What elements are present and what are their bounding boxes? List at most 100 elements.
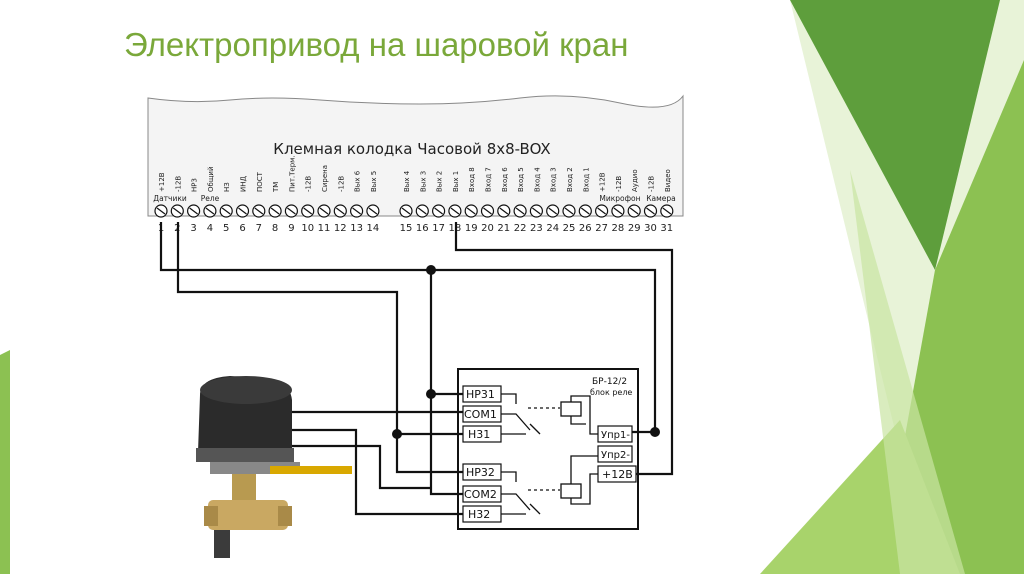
terminal-screw-slot xyxy=(319,207,329,215)
terminal-screw-slot xyxy=(450,207,460,215)
nr1-label: НР31 xyxy=(466,388,495,401)
terminal-screw-slot xyxy=(254,207,264,215)
terminal-screw-slot xyxy=(548,207,558,215)
terminal-label: Вход 7 xyxy=(485,167,493,192)
terminal-number: 23 xyxy=(530,223,543,234)
group-label-camera: Камера xyxy=(646,194,676,203)
terminal-number: 30 xyxy=(644,223,657,234)
terminal-label: Вход 4 xyxy=(533,167,541,192)
terminal-label: Сирена xyxy=(321,165,329,192)
terminal-number: 5 xyxy=(223,223,229,234)
terminal-screw-slot xyxy=(434,207,443,215)
terminal-screw-slot xyxy=(156,207,166,215)
terminal-screw-slot xyxy=(483,207,492,215)
terminal-label: Вых 2 xyxy=(436,171,444,192)
terminal-label: -12В xyxy=(174,176,182,192)
terminal-number: 6 xyxy=(239,223,245,234)
relay-block-title: БР-12/2 xyxy=(592,377,627,387)
terminal-label: Вых 4 xyxy=(403,170,411,192)
terminal-label: ИНД xyxy=(240,176,248,193)
terminal-number: 9 xyxy=(288,223,294,234)
terminal-number: 27 xyxy=(595,223,608,234)
terminal-label: Аудио xyxy=(631,169,639,192)
terminal-screw-slot xyxy=(205,207,215,215)
terminal-block-title: Клемная колодка Часовой 8x8-BOX xyxy=(273,140,550,158)
terminal-label: НР3 xyxy=(191,178,199,192)
terminal-number: 26 xyxy=(579,223,592,234)
decor-shape-stripe xyxy=(850,170,965,574)
plus12-label: +12В xyxy=(602,468,633,481)
terminal-screw-slot xyxy=(352,207,361,215)
terminal-number: 21 xyxy=(497,223,510,234)
terminal-screw-slot xyxy=(532,207,541,215)
terminal-label: Пит.Терм. xyxy=(288,155,296,192)
terminal-screw-slot xyxy=(466,207,476,215)
terminal-screw-slot xyxy=(270,207,280,215)
com2-label: COM2 xyxy=(464,488,497,501)
terminal-label: +12В xyxy=(158,172,166,192)
relay-block-subtitle: блок реле xyxy=(590,388,632,397)
terminal-screw-slot xyxy=(303,207,313,215)
terminal-number: 25 xyxy=(563,223,576,234)
terminal-label: -12В xyxy=(337,176,345,192)
terminal-screw-slot xyxy=(646,207,655,215)
terminal-screw-slot xyxy=(335,207,345,215)
terminal-label: Вход 1 xyxy=(582,167,590,192)
terminal-number: 28 xyxy=(612,223,625,234)
terminal-screw-slot xyxy=(189,207,198,215)
terminal-screw-slot xyxy=(580,207,590,215)
terminal-label: -12В xyxy=(615,176,623,192)
decor-shape-left xyxy=(0,350,10,574)
com1-label: COM1 xyxy=(464,408,497,421)
terminal-screw-slot xyxy=(613,207,623,215)
terminal-screw-slot xyxy=(417,207,427,215)
upr2-label: Упр2- xyxy=(601,450,630,461)
terminal-screw-slot xyxy=(221,207,231,215)
wires xyxy=(159,222,674,516)
terminal-number: 20 xyxy=(481,223,494,234)
terminal-number: 24 xyxy=(546,223,559,234)
terminal-number: 7 xyxy=(256,223,262,234)
terminal-label: Вых 3 xyxy=(419,171,427,192)
decor-shape-dark xyxy=(790,0,1000,270)
terminal-screw-slot xyxy=(172,207,182,215)
terminal-number: 13 xyxy=(350,223,363,234)
terminal-label: Вых 5 xyxy=(370,171,378,192)
upr1-label: Упр1- xyxy=(601,430,630,441)
wire-junctions xyxy=(392,265,660,439)
terminal-number: 14 xyxy=(367,223,380,234)
terminal-label: Вход 5 xyxy=(517,167,525,192)
terminal-label: Вход 2 xyxy=(566,167,574,192)
terminal-label: +12В xyxy=(599,172,607,192)
terminal-label: Общий xyxy=(207,166,215,192)
terminal-screw-slot xyxy=(238,207,247,215)
terminal-label: ТМ xyxy=(272,182,280,193)
terminal-label: -12В xyxy=(305,176,313,192)
terminal-label: Видео xyxy=(664,169,672,192)
terminal-label: Вход 3 xyxy=(550,167,558,192)
terminal-label: Вых 6 xyxy=(354,170,362,192)
terminal-screw-slot xyxy=(515,207,525,215)
terminal-label: Вход 6 xyxy=(501,167,509,192)
terminal-number: 31 xyxy=(660,223,673,234)
group-label-sensors: Датчики xyxy=(153,194,187,203)
upr2-box xyxy=(597,445,633,463)
terminal-number: 16 xyxy=(416,223,429,234)
terminal-number: 29 xyxy=(628,223,641,234)
terminal-label: Вход 8 xyxy=(468,167,476,192)
terminal-block-body xyxy=(147,94,684,217)
terminal-label: Вых 1 xyxy=(452,171,460,192)
terminal-screw-slot xyxy=(629,207,639,215)
terminal-number: 4 xyxy=(207,223,213,234)
terminal-number: 11 xyxy=(318,223,331,234)
nz2-label: Н32 xyxy=(468,508,490,521)
terminal-screw-slot xyxy=(401,207,411,215)
terminal-screw-slot xyxy=(662,207,672,215)
terminal-screw-slot xyxy=(499,207,509,215)
ball-valve-actuator-icon xyxy=(196,376,352,558)
terminal-label: ПОСТ xyxy=(256,171,264,192)
